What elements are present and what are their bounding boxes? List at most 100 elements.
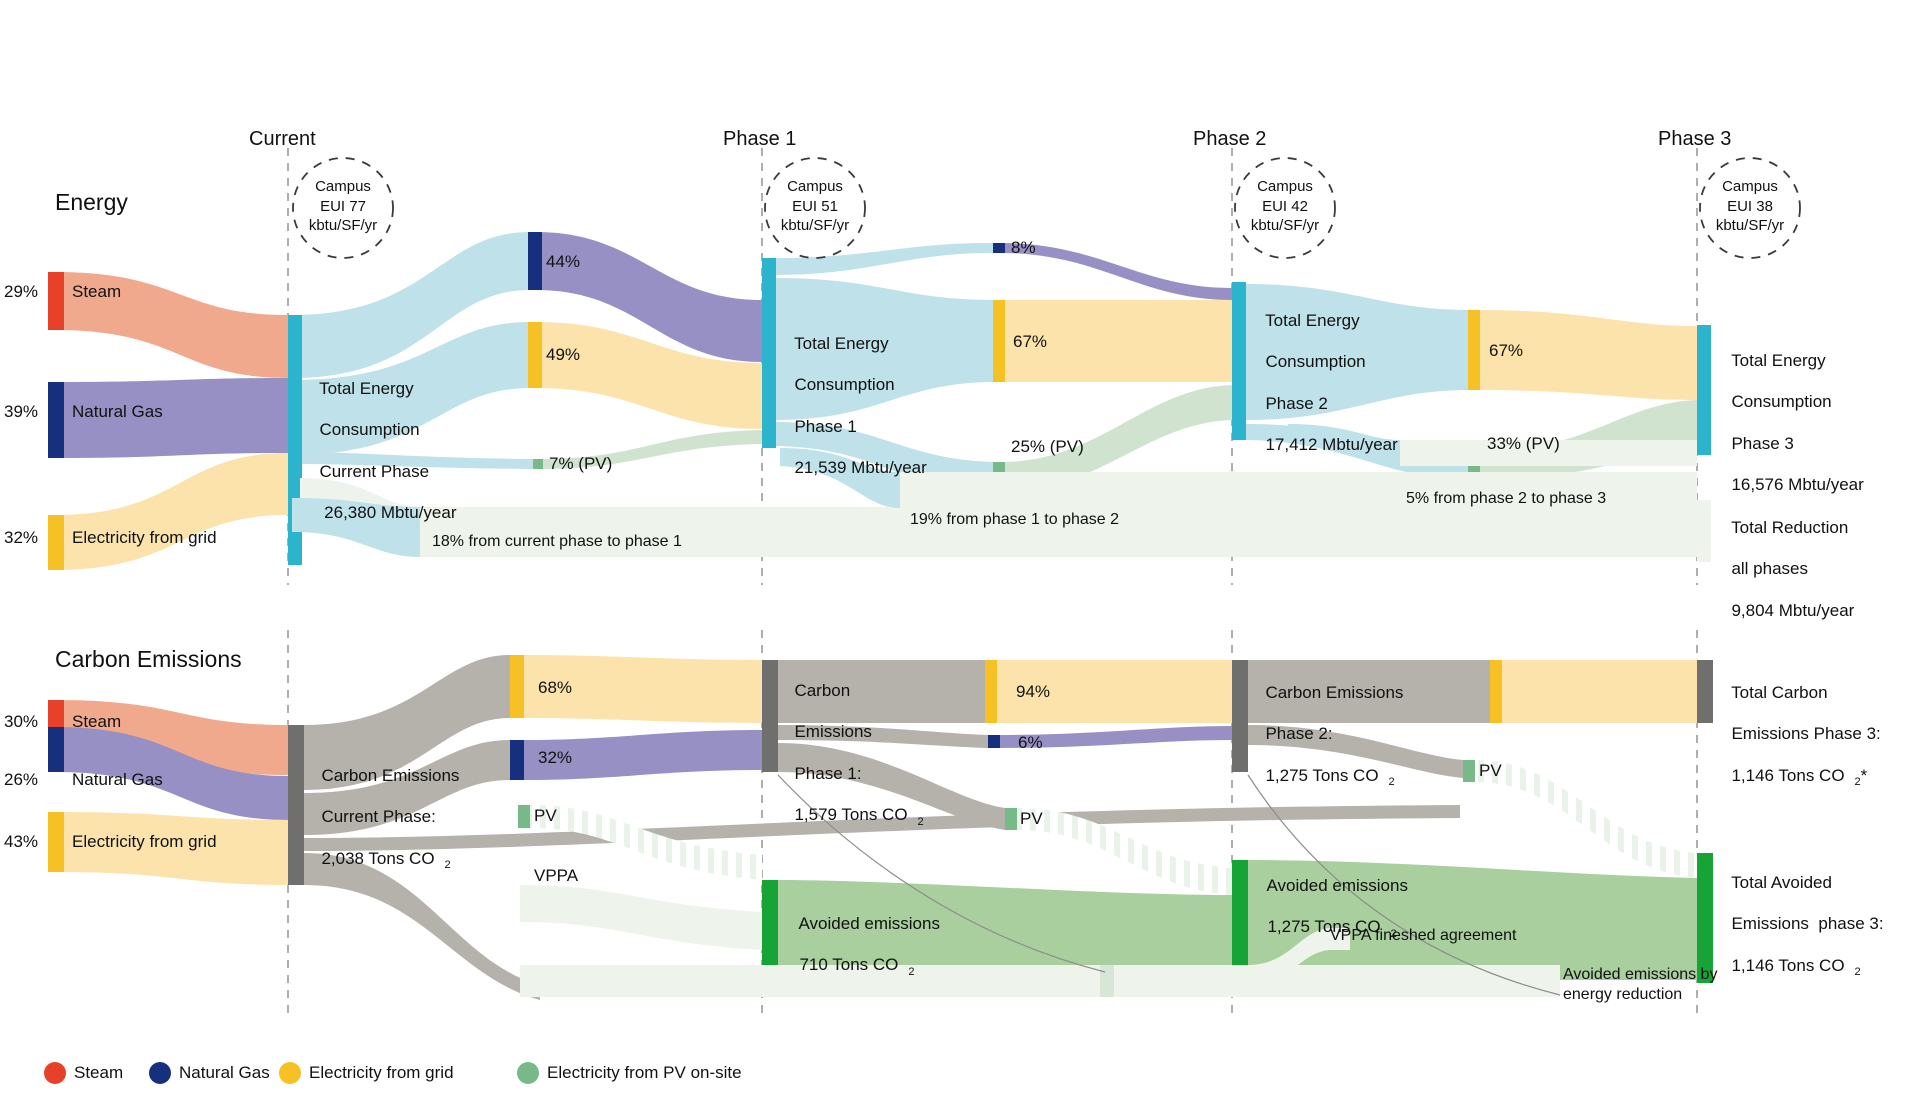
reduction-label-current-p1: 18% from current phase to phase 1 [432,533,682,550]
carbon-flow-label-vppa-current: VPPA [534,866,579,885]
line: 9,804 Mbtu/year [1731,600,1855,620]
energy-reduction-bands [300,440,1697,557]
flow-label-grid-p2: 67% [1013,332,1048,351]
carbon-marker-natgas-p1 [510,740,524,780]
line: Consumption [794,375,895,395]
energy-source-label-natgas: Natural Gas [72,402,163,421]
band-natgas-p2 [1001,243,1232,300]
carbon-marker-pv-current [518,805,530,828]
node-label-total-reduction: Total Reduction all phases 9,804 Mbtu/ye… [1722,497,1854,621]
carbon-marker-pv-p2 [1463,760,1475,782]
line: 710 Tons CO [799,955,899,975]
footnote-asterisk: * [1860,765,1868,785]
node-avoided-p3 [1697,853,1713,983]
node-label-energy-p3: Total Energy Consumption Phase 3 16,576 … [1722,330,1864,496]
carbon-source-label-grid: Electricity from grid [72,832,217,851]
node-avoided-p2 [1232,860,1248,980]
flow-label-pv-p2: 25% (PV) [1011,437,1084,456]
carbon-flow-label-pv-p2: PV [1479,761,1502,780]
line: Phase 2 [1265,393,1328,413]
carbon-band-grid-p1 [522,655,762,723]
phase-header-phase1: Phase 1 [723,128,797,150]
line: all phases [1731,559,1809,579]
flow-label-pv-p3: 33% (PV) [1487,434,1560,453]
node-carbon-p3 [1697,660,1713,723]
line: 2,038 Tons CO [321,848,435,868]
flow-label-pv-p1: 7% (PV) [549,454,613,473]
carbon-marker-grid-p3 [1490,660,1502,723]
band-avoided-by-energy-reduction [520,965,1560,997]
line: Consumption [1731,392,1832,412]
node-energy-p3 [1697,325,1711,455]
line: 21,539 Mbtu/year [794,458,927,478]
node-label-energy-p1: Total Energy Consumption Phase 1 21,539 … [785,313,927,479]
line: Total Carbon [1731,682,1828,702]
line: Consumption [1265,352,1366,372]
energy-source-markers [48,272,64,570]
avoided-band-p2-p3 [1248,860,1697,980]
marker-natgas-p1 [528,232,542,290]
legend-label-grid: Electricity from grid [309,1063,454,1082]
line: Carbon [794,680,851,700]
label-avoided-by-energy-reduction: Avoided emissions by energy reduction [1563,966,1718,1003]
line: Total Reduction [1731,517,1849,537]
marker-natgas-p2 [993,243,1005,253]
line: 1,146 Tons CO [1731,955,1845,975]
node-carbon-p2 [1232,660,1248,772]
carbon-annotation-lines [777,774,1561,996]
band-grid-p3 [1476,310,1697,400]
node-total-reduction [1697,500,1711,562]
line: 1,579 Tons CO [794,805,908,825]
carbon-band-pv-current [530,805,762,880]
legend-label-pv: Electricity from PV on-site [547,1063,742,1082]
line: 17,412 Mbtu/year [1265,435,1398,455]
line: Current Phase [319,461,430,481]
node-label-carbon-current: Carbon Emissions Current Phase: 2,038 To… [312,745,459,872]
co2-subscript: 2 [908,965,915,978]
line: Consumption [319,420,420,440]
line: 26,380 Mbtu/year [319,503,457,523]
band-pv-p2 [1001,385,1232,492]
line: 1,146 Tons CO [1731,765,1845,785]
carbon-flow-label-pv-current: PV [534,806,557,825]
carbon-band-grid-p3 [1502,660,1697,723]
line: 1,275 Tons CO [1267,917,1381,937]
legend-swatches [44,1062,539,1084]
marker-grid-p1 [528,322,542,388]
line: Emissions Phase 3: [1731,724,1881,744]
node-label-energy-current: Total Energy Consumption Current Phase 2… [310,358,456,524]
carbon-marker-grid-p2 [985,660,997,723]
co2-subscript: 2 [1854,966,1861,979]
carbon-source-bands [55,700,288,885]
band-pv-p1 [540,430,762,469]
carbon-flows-current-to-p1 [304,655,1460,1000]
legend-label-natgas: Natural Gas [179,1063,270,1082]
line: Emissions phase 3: [1731,914,1884,934]
carbon-flow-label-grid-p2: 94% [1016,682,1051,701]
line: Phase 2: [1265,724,1333,744]
line: Phase 3 [1731,433,1794,453]
carbon-source-markers [48,700,64,872]
node-avoided-p1 [762,880,778,975]
energy-source-pct-grid: 32% [4,528,39,547]
line: Phase 1 [794,416,857,436]
flow-label-natgas-p2: 8% [1011,238,1036,257]
eui-current: Campus EUI 77 kbtu/SF/yr [308,178,378,234]
line: Carbon Emissions [1265,682,1404,702]
marker-grid-p2 [993,300,1005,382]
node-carbon-p1 [762,660,778,772]
legend-label-steam: Steam [74,1063,124,1082]
reduction-label-p2-p3: 5% from phase 2 to phase 3 [1406,490,1607,507]
energy-source-bands [55,272,288,570]
energy-thin-pv-current [292,452,533,469]
energy-source-pct-natgas: 39% [4,402,39,421]
line: 1,275 Tons CO [1265,765,1379,785]
co2-subscript: 2 [444,859,451,872]
label-vppa-finished: VPPA fineshed agreement [1330,927,1517,944]
line: Avoided emissions [1266,875,1408,895]
marker-grid-p3 [1468,310,1480,390]
carbon-flow-label-natgas-p2: 6% [1018,733,1043,752]
